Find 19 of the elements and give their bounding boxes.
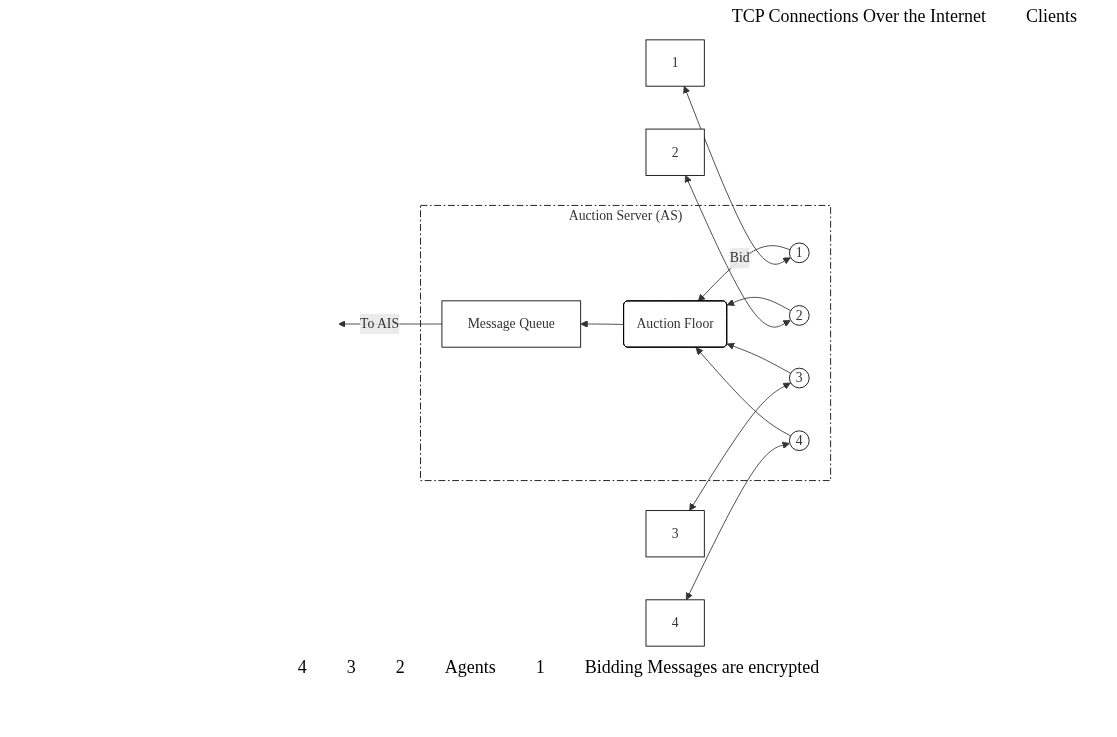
node-box: 3 [645,510,705,558]
note-label: Clients [1026,6,1077,27]
note-label: TCP Connections Over the Internet [731,6,986,27]
node-circle: 1 [788,242,810,264]
note-label: Agents [444,657,496,678]
note-label: 4 [297,657,307,678]
note-label: 1 [535,657,545,678]
node-circle: 3 [788,367,810,389]
node-circle: 2 [788,305,810,326]
note-label: 3 [346,657,356,678]
edge-label: To AIS [359,316,399,331]
node-box: Message Queue [441,300,581,348]
note-label: Bidding Messages are encrypted [584,657,820,678]
node-box: 4 [645,599,705,647]
node-box: 1 [645,39,705,87]
edge-label: Bid [729,250,750,265]
node-box: 2 [645,128,705,176]
node-circle: 4 [788,430,810,451]
note-label: 2 [395,657,405,678]
